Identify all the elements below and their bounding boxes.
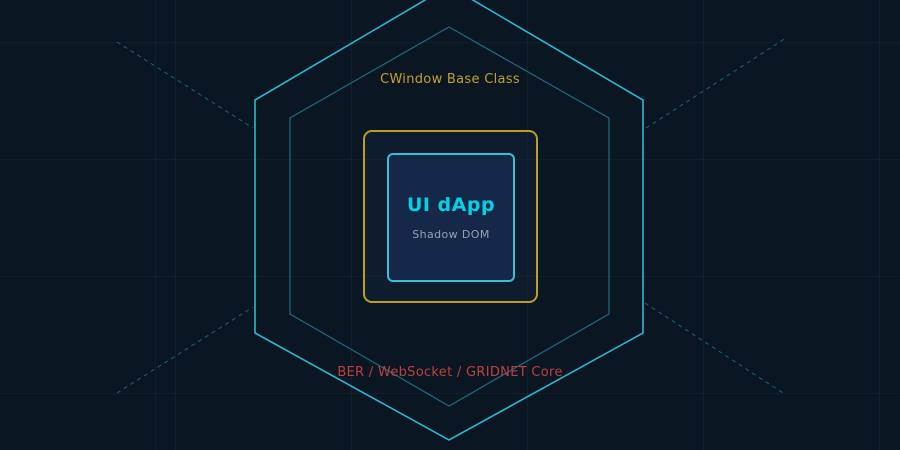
dashed-line-bottom-right [644, 302, 784, 394]
cwindow-base-class-label: CWindow Base Class [380, 72, 520, 87]
dashed-line-top-right [645, 37, 787, 129]
core-stack-label: BER / WebSocket / GRIDNET Core [337, 365, 563, 380]
dashed-line-top-left [116, 41, 254, 129]
ui-dapp-title: UI dApp [406, 194, 496, 216]
inner-hexagon [289, 26, 610, 407]
shadow-dom-subtitle: Shadow DOM [412, 228, 490, 241]
outer-hexagon [254, 0, 644, 441]
dashed-line-bottom-left [116, 306, 254, 394]
ui-dapp-box: UI dApp Shadow DOM [387, 153, 515, 282]
